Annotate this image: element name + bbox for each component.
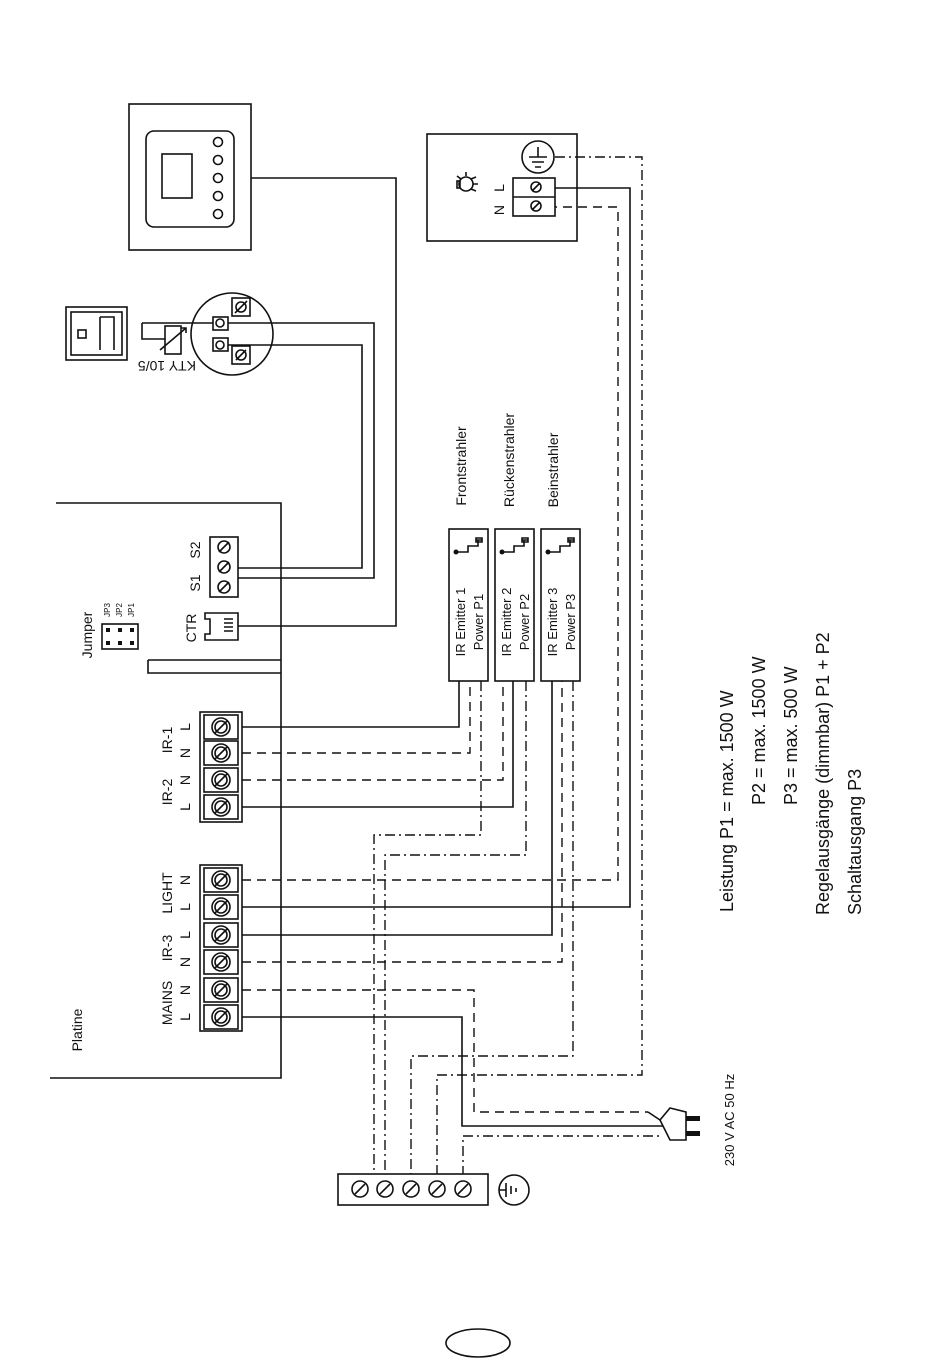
ir3-l: L	[177, 931, 193, 939]
power-3-label: Power P3	[563, 594, 578, 650]
temperature-sensor	[65, 292, 274, 376]
control-panel	[128, 103, 252, 251]
light-label: LIGHT	[159, 872, 175, 914]
lamp-n-label: N	[491, 205, 507, 215]
note-line-2: P2 = max. 1500 W	[749, 656, 769, 805]
ground-icon	[498, 1174, 530, 1206]
s2-label: S2	[187, 541, 203, 558]
jp1-label: JP1	[127, 603, 136, 617]
note-line-5: Schaltausgang P3	[845, 769, 865, 915]
platine-label: Platine	[69, 1008, 85, 1051]
emitter-2-label: IR Emitter 2	[499, 588, 514, 657]
ir3-label: IR-3	[159, 935, 175, 962]
bulb-icon	[456, 172, 478, 192]
ground-terminal-strip	[337, 1173, 489, 1206]
note-line-1: Leistung P1 = max. 1500 W	[717, 690, 737, 912]
ctr-connector	[204, 612, 239, 641]
rueckenstrahler-label: Rückenstrahler	[501, 413, 517, 507]
jumper-block	[101, 623, 139, 650]
note-line-4: Regelausgänge (dimmbar) P1 + P2	[813, 632, 833, 915]
jumper-label: Jumper	[79, 611, 95, 658]
supply-label: 230 V AC 50 Hz	[722, 1074, 737, 1167]
emitter-1-box	[448, 528, 489, 682]
emitter-3-label: IR Emitter 3	[545, 588, 560, 657]
ir2-n: N	[177, 775, 193, 785]
power-2-label: Power P2	[517, 594, 532, 650]
ir2-label: IR-2	[159, 779, 175, 806]
lamp-l-label: L	[491, 184, 507, 192]
mains-n: N	[177, 985, 193, 995]
mains-label: MAINS	[159, 981, 175, 1025]
ir1-l: L	[177, 723, 193, 731]
emitter-1-label: IR Emitter 1	[453, 588, 468, 657]
beinstrahler-label: Beinstrahler	[545, 432, 561, 507]
s1-s2-terminal	[209, 536, 239, 598]
wires	[228, 156, 666, 1176]
platine-outline	[50, 502, 282, 1079]
plug-icon	[659, 1107, 700, 1141]
ir3-n: N	[177, 957, 193, 967]
power-1-label: Power P1	[471, 594, 486, 650]
jp2-label: JP2	[115, 603, 124, 617]
emitter-3-box	[540, 528, 581, 682]
light-n: N	[177, 875, 193, 885]
frontstrahler-label: Frontstrahler	[453, 426, 469, 506]
ir1-n: N	[177, 748, 193, 758]
light-l: L	[177, 903, 193, 911]
jp3-label: JP3	[103, 603, 112, 617]
ir1-label: IR-1	[159, 727, 175, 754]
mains-l: L	[177, 1013, 193, 1021]
kty-label: KTY 10/5	[138, 358, 196, 374]
ground-icon	[521, 140, 555, 174]
emitter-2-box	[494, 528, 535, 682]
note-line-3: P3 = max. 500 W	[781, 666, 801, 805]
mains-terminal-block	[199, 864, 243, 1032]
light-box	[426, 133, 578, 242]
ctr-label: CTR	[183, 614, 199, 643]
page-marker	[445, 1328, 511, 1358]
ir2-l: L	[177, 803, 193, 811]
ir-terminal-block	[199, 711, 243, 823]
s1-label: S1	[187, 574, 203, 591]
